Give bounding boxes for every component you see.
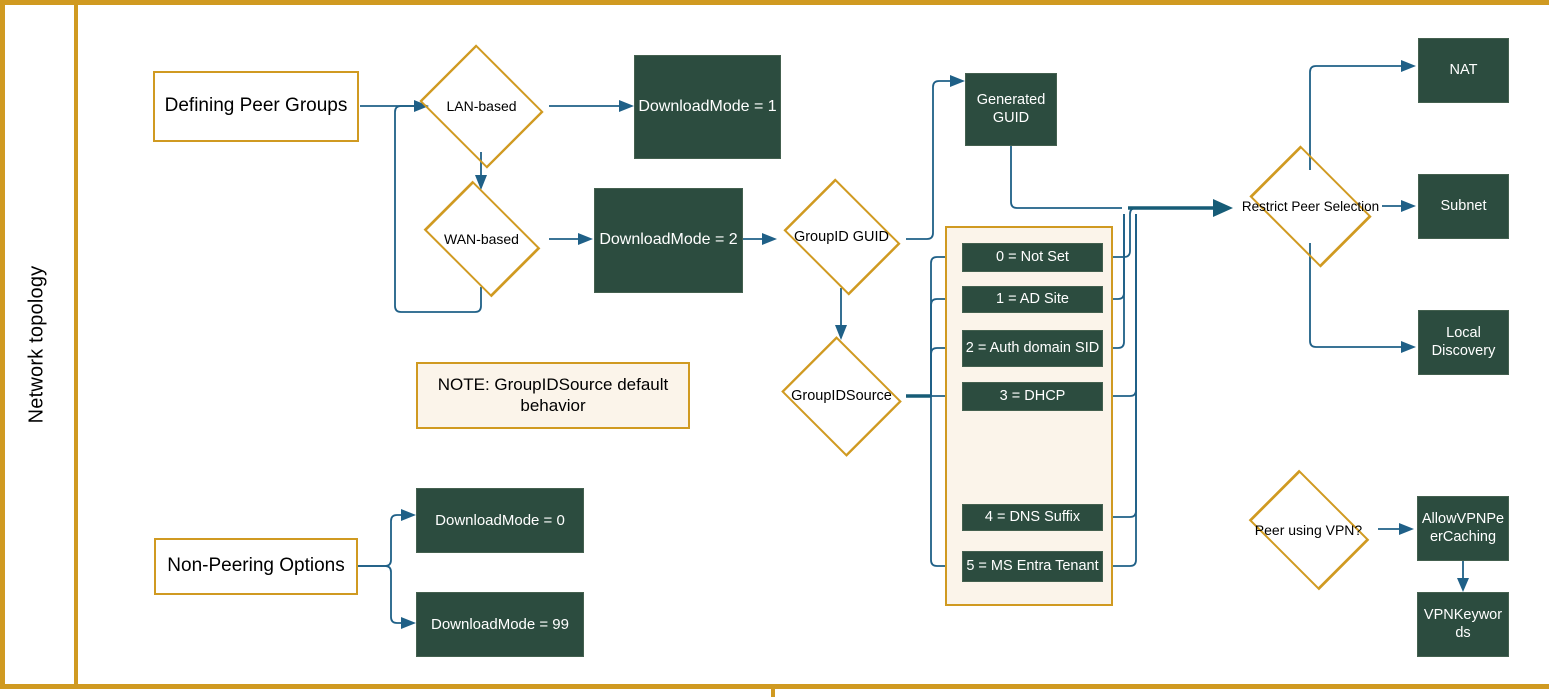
download-mode-2-label: DownloadMode = 2 <box>599 231 738 249</box>
lan-based-decision[interactable]: LAN-based <box>414 43 549 169</box>
frame-left-border <box>0 0 5 689</box>
groupidsource-option-2-label: 2 = Auth domain SID <box>965 339 1100 356</box>
download-mode-2-node[interactable]: DownloadMode = 2 <box>594 188 743 293</box>
lane-divider <box>74 4 78 689</box>
groupidsource-option-1-label: 1 = AD Site <box>996 290 1069 307</box>
groupidsource-option-0[interactable]: 0 = Not Set <box>962 243 1103 272</box>
vpn-keywords-node[interactable]: VPNKeywords <box>1417 592 1509 657</box>
download-mode-99-node[interactable]: DownloadMode = 99 <box>416 592 584 657</box>
groupidsource-option-5[interactable]: 5 = MS Entra Tenant <box>962 551 1103 582</box>
groupidsource-option-1[interactable]: 1 = AD Site <box>962 286 1103 313</box>
groupidsource-note-text: NOTE: GroupIDSource default behavior <box>437 375 669 415</box>
non-peering-options-entry[interactable]: Non-Peering Options <box>154 538 358 595</box>
restrict-peer-selection-decision[interactable]: Restrict Peer Selection <box>1239 145 1382 268</box>
frame-top-border <box>0 0 1549 5</box>
groupidsource-decision[interactable]: GroupIDSource <box>776 336 907 457</box>
generated-guid-label: Generated GUID <box>976 92 1046 126</box>
groupidsource-options-container <box>945 226 1113 606</box>
download-mode-0-node[interactable]: DownloadMode = 0 <box>416 488 584 553</box>
allow-vpn-peer-caching-label: AllowVPNPeerCaching <box>1421 511 1505 545</box>
groupidsource-option-5-label: 5 = MS Entra Tenant <box>966 557 1099 574</box>
defining-peer-groups-entry[interactable]: Defining Peer Groups <box>153 71 359 142</box>
wan-based-decision[interactable]: WAN-based <box>414 180 549 298</box>
peer-using-vpn-decision[interactable]: Peer using VPN? <box>1238 469 1379 591</box>
groupidsource-option-4-label: 4 = DNS Suffix <box>984 508 1081 525</box>
download-mode-1-label: DownloadMode = 1 <box>638 97 777 115</box>
groupidsource-option-3[interactable]: 3 = DHCP <box>962 382 1103 411</box>
vpn-keywords-label: VPNKeywords <box>1423 607 1503 641</box>
restrict-peer-option-nat[interactable]: NAT <box>1418 38 1509 103</box>
swimlane-label-text: Network topology <box>25 265 48 424</box>
groupidsource-option-0-label: 0 = Not Set <box>996 248 1069 265</box>
restrict-peer-option-subnet-label: Subnet <box>1440 197 1487 214</box>
generated-guid-node[interactable]: Generated GUID <box>965 73 1057 146</box>
groupidsource-option-3-label: 3 = DHCP <box>999 387 1066 404</box>
download-mode-99-label: DownloadMode = 99 <box>430 615 569 633</box>
groupidsource-option-4[interactable]: 4 = DNS Suffix <box>962 504 1103 531</box>
swimlane-label: Network topology <box>0 0 74 689</box>
frame-bottom-tick <box>771 684 775 697</box>
groupidsource-note: NOTE: GroupIDSource default behavior <box>416 362 690 429</box>
restrict-peer-option-nat-label: NAT <box>1449 61 1478 78</box>
allow-vpn-peer-caching-node[interactable]: AllowVPNPeerCaching <box>1417 496 1509 561</box>
defining-peer-groups-label: Defining Peer Groups <box>164 95 348 117</box>
download-mode-1-node[interactable]: DownloadMode = 1 <box>634 55 781 159</box>
groupid-guid-decision[interactable]: GroupID GUID <box>776 178 907 296</box>
restrict-peer-option-local-discovery-label: Local Discovery <box>1431 325 1496 359</box>
restrict-peer-option-subnet[interactable]: Subnet <box>1418 174 1509 239</box>
download-mode-0-label: DownloadMode = 0 <box>435 511 565 529</box>
groupidsource-option-2[interactable]: 2 = Auth domain SID <box>962 330 1103 367</box>
non-peering-options-label: Non-Peering Options <box>167 555 345 577</box>
restrict-peer-option-local-discovery[interactable]: Local Discovery <box>1418 310 1509 375</box>
